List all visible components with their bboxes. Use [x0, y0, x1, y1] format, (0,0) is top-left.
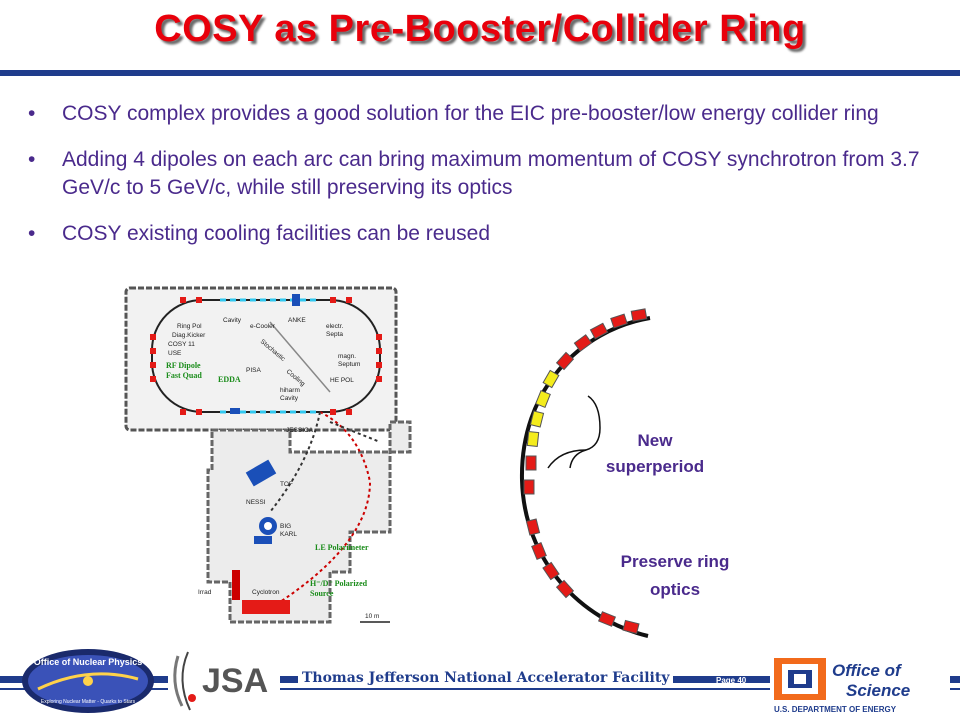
label-he-pol: HE POL [330, 377, 354, 384]
label-fast-quad: Fast Quad [166, 371, 202, 380]
cosy-facility-diagram: Cavity Ring Pol Diag.Kicker COSY 11 USE … [120, 282, 420, 642]
preserve-label-line2: optics [649, 580, 701, 599]
np-logo-title: Office of Nuclear Physics [34, 657, 143, 667]
label-scale: 10 m [365, 613, 379, 620]
bullet-text: COSY existing cooling facilities can be … [62, 222, 491, 245]
label-diag-kicker: Diag.Kicker [172, 332, 206, 339]
bullet-text: Adding 4 dipoles on each arc can bring m… [62, 148, 920, 199]
label-nessi: NESSI [246, 499, 266, 506]
new-label-line1: New [637, 431, 673, 450]
np-logo-tagline: Exploring Nuclear Matter - Quarks to Sta… [41, 699, 136, 705]
label-septum: Septum [338, 361, 360, 368]
preserve-label-line1: Preserve ring [620, 552, 730, 571]
label-use: USE [168, 350, 182, 357]
label-le-polarimeter: LE Polarimeter [315, 543, 369, 552]
label-septa: Septa [326, 331, 343, 338]
label-e-cooler: e-Cooler [250, 323, 276, 330]
label-magn: magn. [338, 353, 356, 360]
bullet-dot: • [28, 102, 36, 125]
bullet-item: • COSY existing cooling facilities can be… [26, 220, 936, 248]
label-hiharm-cavity: Cavity [280, 395, 299, 402]
label-tof: TOF [280, 481, 293, 488]
slide-title: COSY as Pre-Booster/Collider Ring [154, 8, 806, 50]
bullet-dot: • [28, 148, 36, 171]
bullet-item: • COSY complex provides a good solution f… [26, 100, 936, 128]
jsa-logo-text: JSA [202, 662, 268, 700]
jsa-logo: JSA [168, 648, 280, 714]
label-anke: ANKE [288, 317, 306, 324]
footer-lab-name: Thomas Jefferson National Accelerator Fa… [298, 670, 674, 686]
label-rf-dipole: RF Dipole [166, 361, 201, 370]
bullet-item: • Adding 4 dipoles on each arc can bring … [26, 146, 936, 202]
label-cosy11: COSY 11 [168, 341, 195, 348]
label-jessica: JESSICA [286, 427, 314, 434]
label-ring-pol: Ring Pol [177, 323, 202, 330]
bullet-dot: • [28, 222, 36, 245]
label-cavity: Cavity [223, 317, 242, 324]
label-karl: KARL [280, 531, 297, 538]
label-source: Source [310, 589, 334, 598]
preserve-optics-label: Preserve ring optics [600, 548, 750, 604]
label-cyclotron: Cyclotron [252, 589, 280, 596]
page-number: Page 40 [716, 676, 747, 685]
label-pisa: PISA [246, 367, 261, 374]
new-superperiod-label: New superperiod [580, 428, 730, 480]
label-hiharm: hiharm [280, 387, 300, 394]
label-edda: EDDA [218, 375, 241, 384]
bullet-text: COSY complex provides a good solution fo… [62, 102, 879, 125]
office-of-science-logo: Office of Science U.S. DEPARTMENT OF ENE… [770, 652, 950, 718]
label-electr: electr. [326, 323, 344, 330]
label-big: BIG [280, 523, 291, 530]
os-logo-line3: U.S. DEPARTMENT OF ENERGY [774, 705, 897, 714]
label-irrad: Irrad [198, 589, 212, 596]
ring-arc-diagram [519, 308, 651, 638]
footer-rule-thin [0, 688, 960, 690]
title-rule [0, 70, 960, 76]
bullet-list: • COSY complex provides a good solution f… [26, 100, 936, 266]
os-logo-line2: Science [846, 681, 910, 700]
os-logo-line1: Office of [832, 661, 903, 680]
nuclear-physics-logo: Office of Nuclear Physics Exploring Nucl… [22, 649, 154, 713]
label-polarized-source: H⁻/D⁻ Polarized [310, 579, 368, 588]
new-label-line2: superperiod [605, 457, 705, 476]
